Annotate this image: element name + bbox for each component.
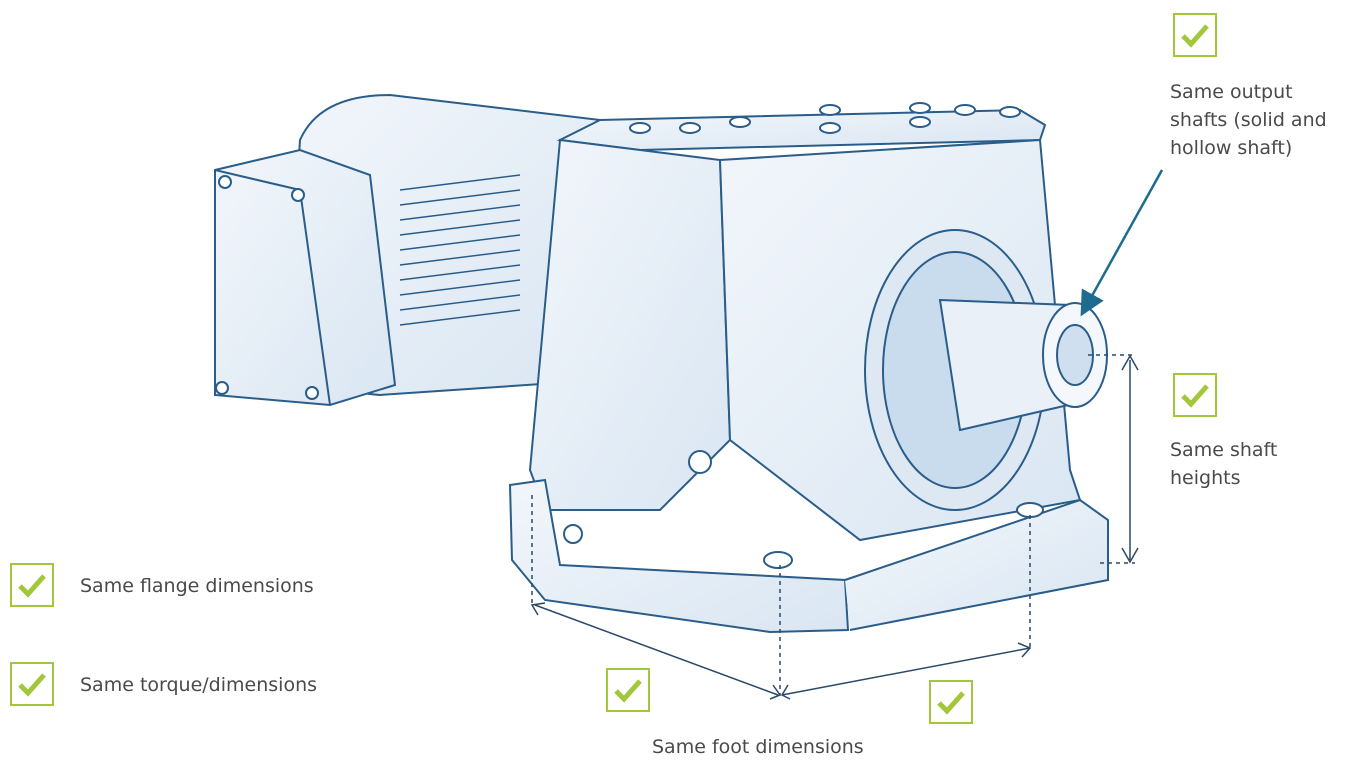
check-foot-left bbox=[606, 668, 650, 712]
check-flange bbox=[10, 563, 54, 607]
check-shaft-heights bbox=[1173, 373, 1217, 417]
check-icon bbox=[1181, 384, 1209, 408]
check-torque bbox=[10, 662, 54, 706]
torque-label: Same torque/dimensions bbox=[80, 674, 318, 696]
output-shaft bbox=[864, 229, 1108, 511]
shaft-heights-label: Same shaft heights bbox=[1170, 439, 1278, 489]
check-icon bbox=[937, 691, 965, 715]
motor-body bbox=[214, 93, 601, 407]
flange-label: Same flange dimensions bbox=[80, 575, 314, 597]
check-foot-right bbox=[929, 680, 973, 724]
output-shaft-pointer bbox=[1080, 169, 1164, 317]
output-shafts-label: Same output shafts (solid and hollow sha… bbox=[1170, 81, 1327, 159]
check-output-shafts bbox=[1173, 13, 1217, 57]
dimension-lines bbox=[530, 354, 1139, 700]
check-icon bbox=[18, 673, 46, 697]
check-icon bbox=[18, 574, 46, 598]
check-icon bbox=[1181, 24, 1209, 48]
check-icon bbox=[614, 679, 642, 703]
foot-label: Same foot dimensions bbox=[652, 736, 864, 758]
